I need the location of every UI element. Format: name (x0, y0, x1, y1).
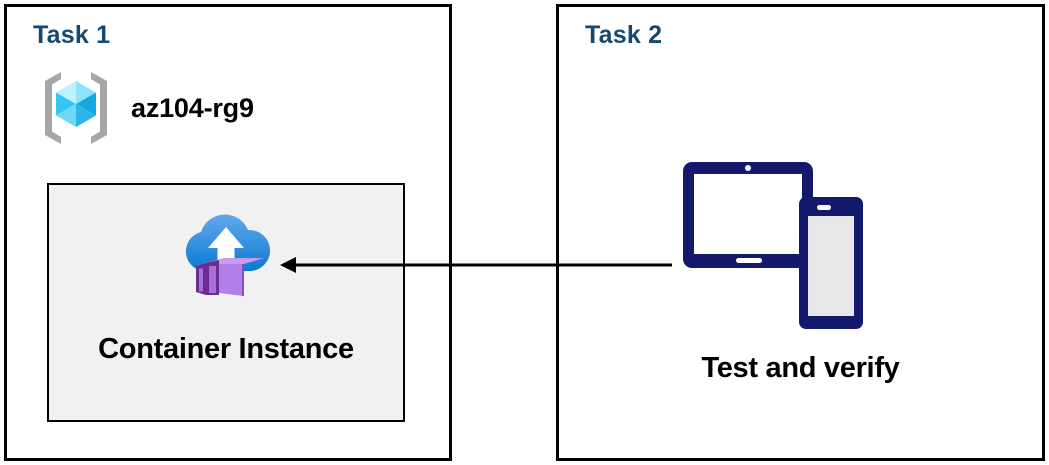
container-instance-card: Container Instance (47, 183, 405, 422)
task1-title: Task 1 (33, 21, 111, 49)
task-panel-task1: Task 1 az104-rg9 (4, 4, 452, 461)
task2-title: Task 2 (585, 21, 663, 49)
task-panel-task2: Task 2 (556, 4, 1045, 461)
azure-resource-group-icon (35, 67, 117, 149)
container-instance-label: Container Instance (98, 333, 354, 365)
resource-group-row: az104-rg9 (35, 67, 254, 149)
resource-group-label: az104-rg9 (131, 92, 254, 123)
test-and-verify-label: Test and verify (701, 352, 900, 384)
